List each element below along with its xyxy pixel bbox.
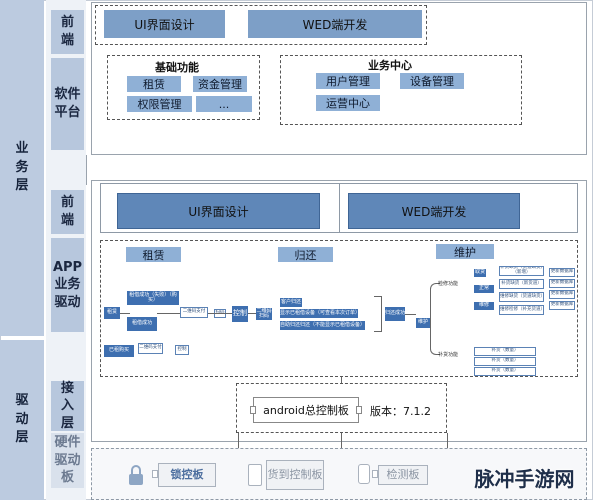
return-item-2: 显示已租借设备（可查看本次订单） — [280, 309, 358, 318]
return-item-1: 客户归还 — [280, 298, 302, 307]
watermark-text: 脉冲手游网 — [474, 466, 575, 491]
android-board-label: android总控制板 — [263, 404, 349, 417]
driver-layer-label: 驱动层 — [0, 340, 44, 500]
app-to-access-line — [341, 377, 342, 383]
control-hub-node: 控制 — [232, 306, 248, 322]
return-item-3: 自助归还归还（不能显示已租借设备） — [280, 321, 365, 330]
check-detail-2: 补货缺货（新货道） — [499, 279, 544, 289]
check-right-2: 更新数据库 — [549, 279, 575, 288]
basic-item-funds: 资金管理 — [193, 76, 247, 92]
frontend-dashed-group — [95, 5, 427, 45]
basic-functions-group — [107, 55, 260, 120]
lease-connector-1 — [120, 313, 130, 314]
cargo-device-icon — [248, 464, 262, 486]
basic-functions-title: 基础功能 — [155, 61, 199, 74]
android-board-box: android总控制板 — [253, 397, 359, 423]
check-detail-4: 维修检修（补充货道） — [499, 305, 544, 315]
center-item-devices: 设备管理 — [400, 73, 464, 89]
return-brace — [374, 296, 382, 332]
maintain-branch-check: 检修功能 — [438, 281, 459, 287]
lease-ok-node: 租借成功 — [127, 317, 157, 331]
app-flow-region — [100, 240, 578, 377]
check-detail-3: 维修缺货（货道缺货） — [499, 292, 544, 302]
tab-app-driver: APP业务驱动 — [51, 238, 84, 332]
phone-icon — [358, 464, 370, 484]
maintain-hub: 维护 — [416, 318, 430, 328]
lease-node: 租赁 — [104, 307, 120, 319]
lease-connector-3 — [208, 313, 232, 314]
maintain-branch-brace — [430, 283, 440, 355]
section-label-maintain: 维护 — [436, 244, 494, 259]
board-connector-right — [356, 406, 362, 414]
basic-item-permissions: 权限管理 — [127, 96, 192, 112]
lease-connector-2 — [157, 313, 180, 314]
check-item-normal: 正常 — [474, 285, 494, 293]
center-item-users: 用户管理 — [316, 73, 380, 89]
qr-pay-node-1: 二维码支付 — [180, 307, 208, 318]
lease-success-node: 租借成功（失败）（购买） — [127, 291, 179, 305]
business-layer-label: 业务层 — [0, 0, 44, 336]
check-right-1: 更新数据库 — [549, 268, 575, 277]
check-detail-1: 补货缺货（货道缺货）（新增） — [499, 266, 544, 276]
cargo-board-box: 货到控制板 — [266, 460, 324, 490]
detect-board-pin — [372, 470, 378, 478]
arrow-line-2 — [341, 433, 342, 448]
lease-connector-4 — [248, 313, 256, 314]
arrow-line-1 — [238, 433, 239, 448]
supply-item-2: 补货（数量） — [474, 357, 536, 366]
check-item-pick: 取货 — [474, 269, 486, 277]
business-center-title: 业务中心 — [368, 59, 412, 72]
ui-design-box: UI界面设计 — [104, 10, 225, 38]
check-item-repair: 维修 — [474, 302, 494, 310]
tab-software-platform: 软件平台 — [51, 58, 84, 150]
bought-node: 已租购买 — [104, 345, 134, 357]
app-ui-design-box: UI界面设计 — [117, 193, 320, 229]
check-right-4: 更新数据库 — [549, 301, 575, 310]
tab-frontend-top: 前端 — [51, 10, 84, 54]
qr-pay-node-2: 二维码支付 — [138, 343, 163, 354]
app-frontend-divider — [339, 183, 340, 233]
supply-item-1: 补货（数量） — [474, 347, 536, 356]
android-version: 版本：7.1.2 — [370, 405, 431, 418]
tab-access-layer: 接入层 — [51, 381, 84, 431]
section-label-lease: 租赁 — [126, 247, 181, 262]
tab-frontend-app: 前端 — [51, 190, 84, 234]
control-node-1: 控制 — [175, 345, 189, 355]
tab-hardware-driver: 硬件驱动板 — [51, 433, 84, 488]
maintain-connector — [405, 314, 416, 315]
panel-connector — [86, 155, 87, 185]
lock-board-pin — [152, 470, 158, 478]
supply-item-3: 补货（数量） — [474, 367, 536, 376]
access-dashed-group — [236, 383, 447, 433]
board-connector-left — [250, 406, 256, 414]
detect-board-box: 检测板 — [378, 465, 428, 485]
basic-item-more: ... — [196, 96, 252, 112]
business-center-group — [280, 55, 522, 125]
web-dev-box: WED端开发 — [248, 10, 422, 38]
lock-icon — [128, 464, 144, 486]
arrow-line-3 — [447, 433, 448, 448]
check-right-3: 更新数据库 — [549, 290, 575, 299]
maintain-branch-supply: 补货功能 — [438, 352, 459, 358]
return-success-node: 归还成功 — [385, 307, 405, 321]
basic-item-lease: 租赁 — [127, 76, 181, 92]
app-web-dev-box: WED端开发 — [348, 193, 520, 229]
qr-scan-node: 二维码扫码 — [256, 308, 272, 320]
section-label-return: 归还 — [278, 247, 333, 262]
center-item-operations: 运营中心 — [316, 95, 380, 111]
lock-board-box: 锁控板 — [158, 463, 216, 487]
